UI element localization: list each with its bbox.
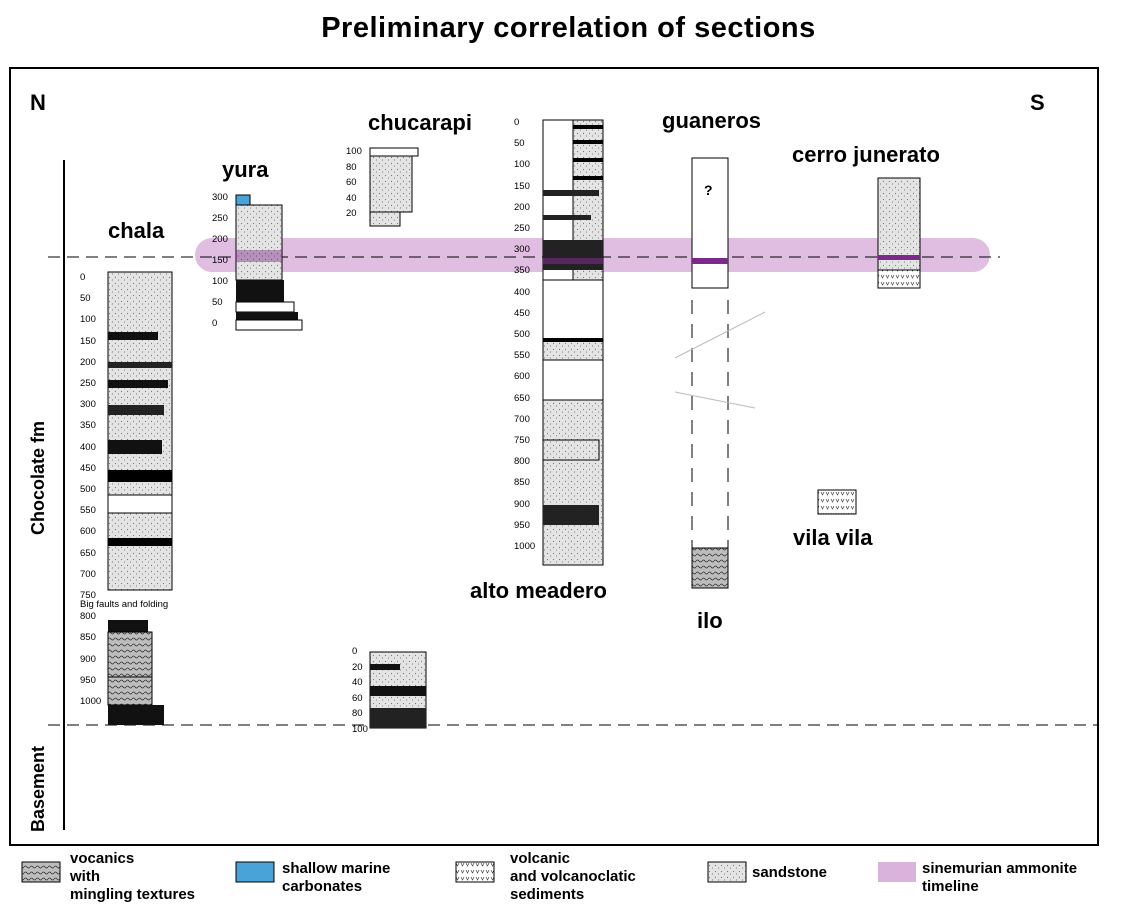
tick-label: 750 — [514, 435, 530, 446]
tick-label: 500 — [514, 329, 530, 340]
tick-label: 200 — [212, 234, 228, 245]
legend-swatch-sandstone — [707, 861, 747, 883]
tick-label: 100 — [514, 159, 530, 171]
tick-label: 80 — [352, 708, 363, 719]
tick-label: 600 — [514, 371, 530, 383]
section-label-guaneros: guaneros — [662, 108, 762, 133]
tick-label: 50 — [80, 293, 91, 305]
tick-label: 150 — [212, 255, 228, 266]
tick-label: 850 — [80, 632, 96, 644]
section-label-chucarapi: chucarapi — [368, 110, 472, 135]
tick-label: 650 — [80, 547, 96, 559]
north-label: N — [30, 90, 46, 115]
section-label-alto-meadero: alto meadero — [470, 578, 607, 603]
tick-label: 60 — [346, 177, 357, 188]
formation-upper-label: Chocolate fm — [28, 420, 48, 535]
tick-label: 100 — [212, 276, 228, 287]
tick-label: 800 — [514, 456, 530, 468]
tick-label: 550 — [514, 350, 530, 362]
chucarapi-column — [369, 147, 419, 227]
tick-label: 450 — [514, 307, 530, 319]
tick-label: 1000 — [80, 696, 102, 707]
legend-label-timeline: sinemurian ammonite timeline — [922, 860, 1078, 895]
tick-label: 600 — [80, 526, 96, 538]
tick-label: 250 — [514, 223, 530, 234]
yura-column — [235, 194, 303, 331]
tick-label: 700 — [514, 413, 530, 425]
tick-label: 50 — [514, 138, 525, 150]
tick-label: 100 — [80, 314, 96, 326]
legend-swatch-timeline — [878, 862, 916, 882]
tick-label: 900 — [514, 498, 530, 510]
tick-label: 40 — [346, 192, 357, 204]
tick-label: 1000 — [514, 541, 536, 552]
tick-label: 40 — [352, 677, 363, 688]
chucarapi-lower-column — [369, 651, 427, 729]
tick-label: 0 — [80, 272, 86, 283]
legend-swatch-mingling — [21, 861, 61, 883]
tick-label: 250 — [212, 213, 228, 224]
section-label-yura: yura — [222, 157, 269, 182]
ilo-column — [674, 300, 766, 589]
formation-lower-label: Basement — [28, 745, 48, 832]
cerro-junerato-column — [877, 177, 921, 289]
tick-label: 150 — [80, 335, 96, 347]
tick-label: 400 — [80, 441, 96, 453]
tick-label: 400 — [514, 286, 530, 298]
section-label-vila-vila: vila vila — [793, 525, 873, 550]
tick-label: 60 — [352, 692, 363, 704]
chala-note: Big faults and folding — [80, 599, 169, 610]
tick-label: 150 — [514, 180, 530, 192]
tick-label: 350 — [80, 420, 96, 432]
guaneros-column — [691, 157, 729, 289]
tick-label: 100 — [346, 146, 362, 157]
legend-swatch-volcaniclastic — [455, 861, 495, 883]
tick-label: 0 — [352, 646, 358, 657]
tick-label: 950 — [80, 674, 96, 686]
tick-label: 200 — [514, 201, 530, 213]
tick-label: 20 — [346, 208, 357, 219]
tick-label: 200 — [80, 356, 96, 368]
tick-label: 750 — [80, 590, 96, 601]
tick-label: 900 — [80, 653, 96, 665]
south-label: S — [1030, 90, 1045, 115]
tick-label: 50 — [212, 297, 223, 308]
tick-label: 100 — [352, 723, 368, 735]
legend-label-sandstone: sandstone — [752, 864, 828, 881]
guaneros-question: ? — [704, 182, 713, 198]
tick-label: 0 — [514, 117, 520, 128]
tick-label: 20 — [352, 661, 363, 673]
tick-label: 450 — [80, 462, 96, 474]
tick-label: 250 — [80, 378, 96, 389]
tick-label: 300 — [212, 192, 228, 203]
tick-label: 700 — [80, 568, 96, 580]
alto-meadero-column — [542, 119, 604, 566]
tick-label: 300 — [514, 244, 530, 256]
tick-label: 800 — [80, 611, 96, 623]
tick-label: 300 — [80, 399, 96, 411]
legend-label-volcaniclastic: volcanic and volcanoclatic sediments — [510, 850, 636, 903]
tick-label: 350 — [514, 265, 530, 277]
legend-swatch-carbonate — [235, 861, 275, 883]
tick-label: 500 — [80, 484, 96, 495]
tick-label: 550 — [80, 505, 96, 517]
legend-label-mingling: vocanics with mingling textures — [70, 850, 196, 903]
chala-column — [107, 271, 173, 725]
tick-label: 650 — [514, 392, 530, 404]
tick-label: 80 — [346, 161, 357, 173]
section-label-chala: chala — [108, 218, 165, 243]
tick-label: 850 — [514, 477, 530, 489]
tick-label: 950 — [514, 519, 530, 531]
section-label-ilo: ilo — [697, 608, 723, 633]
diagram-frame — [9, 67, 1099, 846]
tick-label: 0 — [212, 318, 218, 329]
legend-label-carbonate: shallow marine carbonates — [282, 860, 391, 895]
vila-vila-column — [817, 489, 857, 515]
page-title: Preliminary correlation of sections — [321, 12, 816, 44]
section-label-cerro-junerato: cerro junerato — [792, 142, 940, 167]
